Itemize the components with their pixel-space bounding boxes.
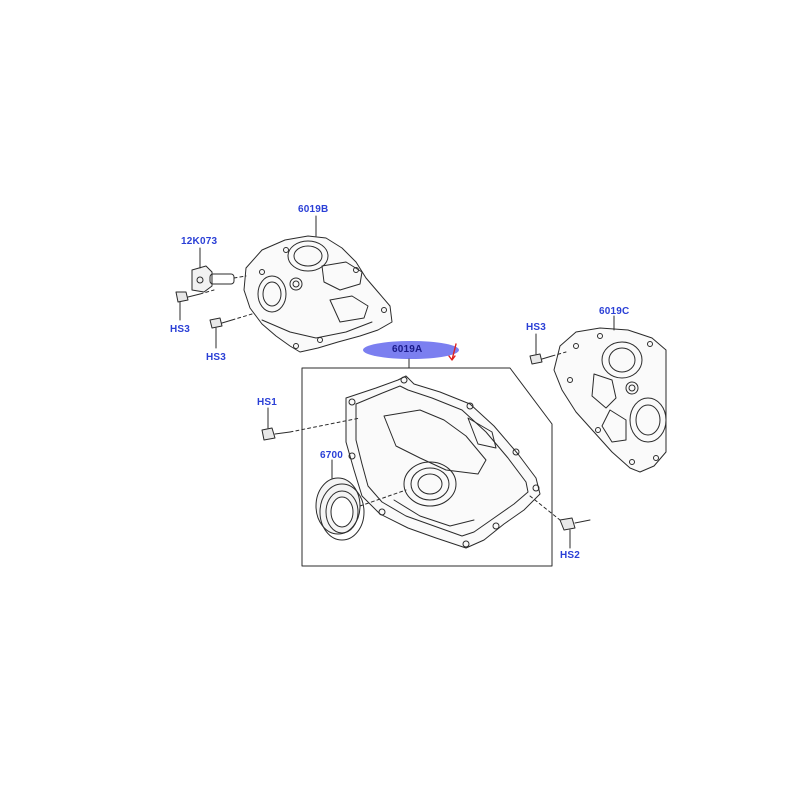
- callout-hs3-right[interactable]: HS3: [526, 322, 547, 333]
- leader-6700-axis: [359, 489, 407, 507]
- bolt-hs2[interactable]: [559, 517, 591, 531]
- selected-part-highlight[interactable]: [363, 341, 459, 359]
- bolt-hs3-left-a[interactable]: [175, 291, 201, 303]
- sensor-12k073[interactable]: [191, 265, 235, 293]
- callout-hs2[interactable]: HS2: [560, 550, 581, 561]
- callout-hs1[interactable]: HS1: [257, 397, 278, 408]
- crankshaft-seal-6700[interactable]: [315, 477, 365, 541]
- leader-hs3-left-b-axis: [231, 313, 253, 321]
- leader-hs1-axis: [289, 417, 361, 433]
- callout-6019b[interactable]: 6019B: [298, 204, 329, 215]
- leader-hs2-axis: [529, 495, 561, 521]
- callout-6019a[interactable]: 6019A: [392, 344, 423, 355]
- callout-6019c[interactable]: 6019C: [599, 306, 630, 317]
- bolt-hs3-left-b[interactable]: [209, 317, 233, 329]
- bolt-hs3-right[interactable]: [529, 353, 553, 365]
- callout-hs3-left-a[interactable]: HS3: [170, 324, 191, 335]
- highlight-arrow: [448, 343, 457, 361]
- bolt-hs1[interactable]: [261, 427, 291, 441]
- assembly-frame: [301, 367, 553, 567]
- upper-left-timing-cover[interactable]: [243, 235, 393, 353]
- callout-6700[interactable]: 6700: [320, 450, 344, 461]
- leader-12k073-to-cover: [233, 275, 247, 279]
- upper-right-timing-cover[interactable]: [553, 327, 667, 473]
- leader-hs3-left-a-axis: [199, 289, 215, 295]
- leader-hs3-right-axis: [551, 351, 567, 357]
- callout-12k073[interactable]: 12K073: [181, 236, 218, 247]
- callout-hs3-left-b[interactable]: HS3: [206, 352, 227, 363]
- lower-timing-cover[interactable]: [345, 375, 541, 549]
